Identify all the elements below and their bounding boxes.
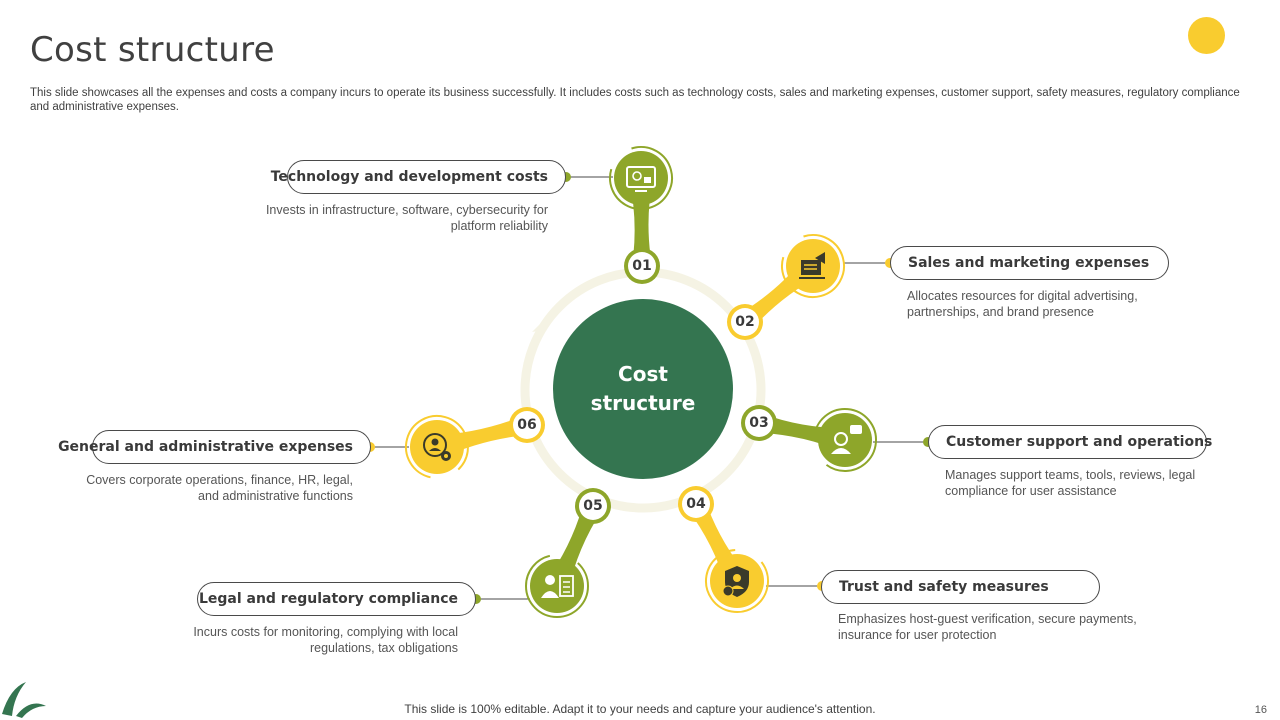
accent-dot bbox=[1188, 17, 1225, 54]
item-description-05: Incurs costs for monitoring, complying w… bbox=[193, 625, 458, 655]
footer-note: This slide is 100% editable. Adapt it to… bbox=[404, 702, 876, 716]
icon-node-01 bbox=[609, 146, 673, 210]
cycle-arrow-head bbox=[532, 307, 557, 332]
item-description-06: Covers corporate operations, finance, HR… bbox=[86, 473, 353, 503]
customer-support-icon bbox=[831, 425, 862, 454]
number-bubble-inner-03 bbox=[745, 409, 773, 437]
number-bubble-inner-05 bbox=[579, 492, 607, 520]
item-description-01: Invests in infrastructure, software, cyb… bbox=[265, 203, 548, 233]
number-bubble-inner-02 bbox=[731, 308, 759, 336]
icon-node-02 bbox=[781, 234, 845, 298]
number-bubble-inner-06 bbox=[513, 411, 541, 439]
page-title: Cost structure bbox=[30, 30, 275, 70]
number-bubble-inner-04 bbox=[682, 490, 710, 518]
item-description-04: Emphasizes host-guest verification, secu… bbox=[838, 612, 1137, 642]
page-subtitle: This slide showcases all the expenses an… bbox=[30, 87, 1240, 113]
item-number-02: 02 bbox=[735, 314, 755, 330]
item-title-01: Technology and development costs bbox=[271, 160, 566, 194]
center-label-line1: Cost bbox=[618, 362, 668, 386]
item-number-04: 04 bbox=[686, 496, 706, 512]
brand-logo bbox=[2, 682, 46, 718]
item-description-02: Allocates resources for digital advertis… bbox=[907, 289, 1138, 319]
item-title-05: Legal and regulatory compliance bbox=[197, 582, 476, 616]
center-circle bbox=[553, 299, 733, 479]
shield-user-icon bbox=[722, 566, 749, 597]
item-number-03: 03 bbox=[749, 415, 769, 431]
page-number: 16 bbox=[1254, 704, 1267, 716]
item-title-02: Sales and marketing expenses bbox=[890, 246, 1169, 280]
item-number-01: 01 bbox=[632, 258, 652, 274]
computer-settings-icon bbox=[626, 166, 656, 192]
center-label-line2: structure bbox=[590, 391, 696, 415]
marketing-megaphone-icon bbox=[799, 252, 825, 279]
icon-node-05 bbox=[525, 554, 589, 618]
item-title-06: General and administrative expenses bbox=[58, 430, 371, 464]
item-number-06: 06 bbox=[517, 417, 537, 433]
admin-gear-icon bbox=[423, 433, 451, 461]
icon-node-04 bbox=[705, 549, 769, 613]
item-description-03: Manages support teams, tools, reviews, l… bbox=[945, 468, 1196, 498]
icon-node-03 bbox=[813, 407, 877, 472]
icon-node-06 bbox=[405, 415, 469, 479]
item-title-04: Trust and safety measures bbox=[821, 570, 1100, 604]
legal-checklist-icon bbox=[541, 575, 574, 598]
item-title-03: Customer support and operations bbox=[928, 425, 1212, 459]
center-label: Cost structure bbox=[554, 360, 732, 418]
number-bubble-inner-01 bbox=[628, 252, 656, 280]
item-number-05: 05 bbox=[583, 498, 603, 514]
